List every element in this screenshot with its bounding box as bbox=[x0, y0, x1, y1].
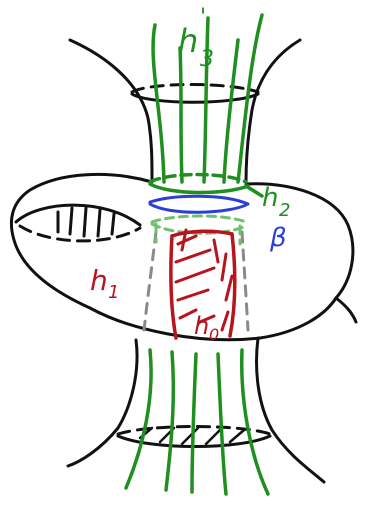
label-h0-subscript: 0 bbox=[209, 325, 219, 344]
label-h1: h 1 bbox=[90, 264, 119, 303]
guide-right bbox=[242, 232, 248, 330]
guide-left bbox=[144, 232, 156, 330]
label-beta: β bbox=[269, 223, 287, 253]
left-disk-top-rim bbox=[16, 205, 140, 225]
label-h2-subscript: 2 bbox=[279, 200, 290, 221]
upper-neck-left-edge bbox=[70, 40, 152, 180]
label-h3-text: h bbox=[178, 22, 198, 60]
green-flow-lower bbox=[126, 350, 268, 494]
blue-curve-beta bbox=[150, 196, 248, 212]
label-h1-subscript: 1 bbox=[108, 282, 119, 303]
label-h2: h 2 bbox=[262, 183, 290, 221]
lower-neck-left-edge bbox=[68, 340, 137, 466]
left-disk-hatching bbox=[58, 208, 114, 236]
label-h3-prime: ' bbox=[200, 5, 206, 30]
label-h0: h 0 bbox=[194, 312, 219, 344]
upper-neck-top-ellipse-back bbox=[132, 85, 258, 93]
upper-neck-top-ellipse-front bbox=[132, 94, 258, 102]
label-h3-subscript: 3 bbox=[200, 47, 214, 72]
surface-outline bbox=[11, 40, 356, 482]
label-h1-text: h bbox=[90, 264, 108, 297]
lower-neck-right-edge bbox=[257, 338, 324, 482]
body-right-tail bbox=[336, 298, 356, 322]
red-left-edge bbox=[171, 236, 176, 338]
label-h0-text: h bbox=[194, 312, 209, 340]
left-disk-bottom-rim bbox=[20, 226, 140, 241]
label-h2-text: h bbox=[262, 183, 278, 213]
